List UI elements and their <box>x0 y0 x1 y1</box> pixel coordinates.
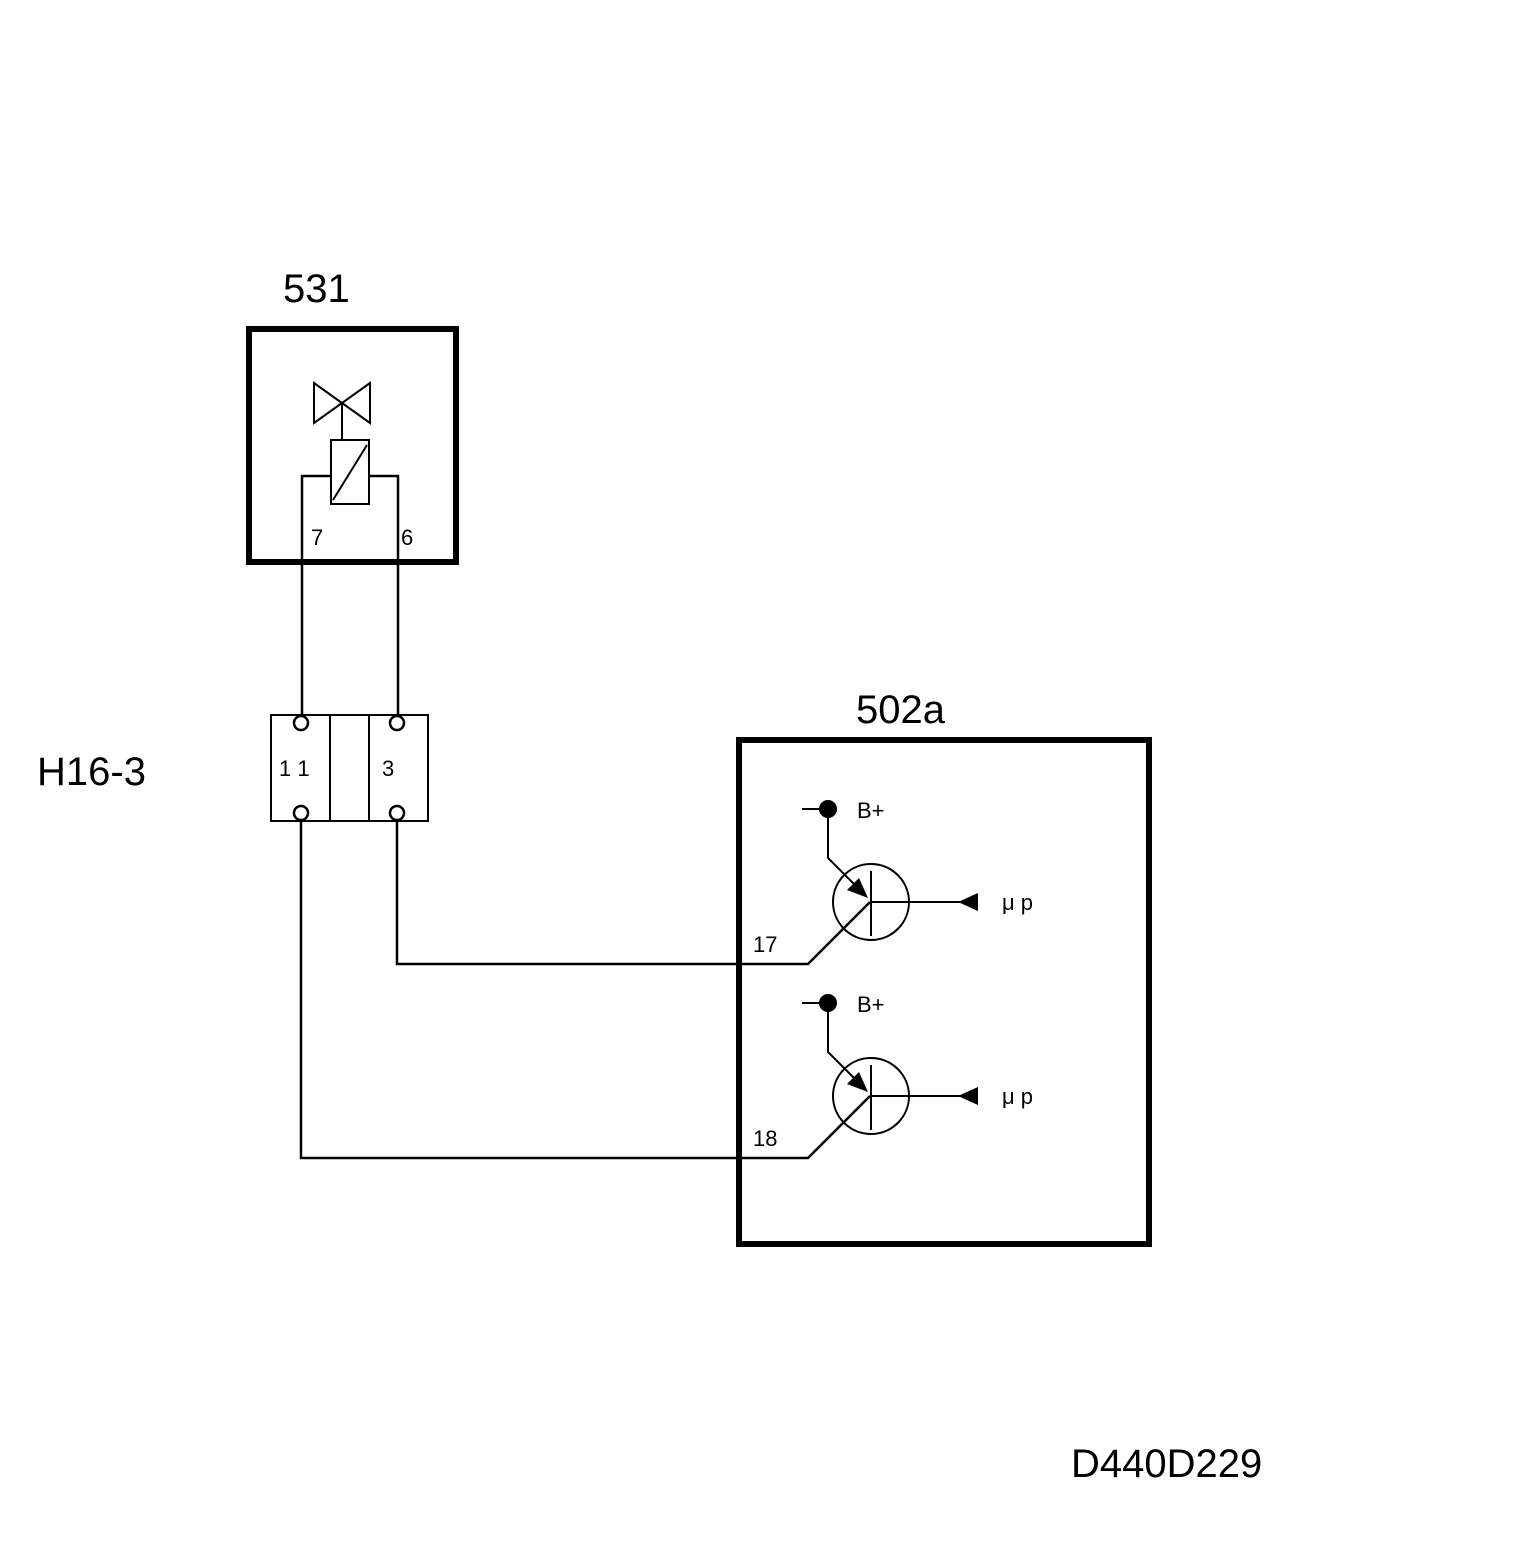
supply-label-bottom: B+ <box>857 992 885 1017</box>
input-label-top: μ p <box>1002 890 1033 915</box>
input-arrow-icon <box>958 1087 978 1105</box>
controller-pin-17-label: 17 <box>753 932 777 957</box>
driver-transistor-bottom <box>802 994 978 1135</box>
driver-transistor-top <box>802 800 978 941</box>
connector-terminal-icon <box>388 804 406 822</box>
connector-terminal-icon <box>292 714 310 732</box>
input-label-bottom: μ p <box>1002 1084 1033 1109</box>
controller-component-box <box>736 737 1152 1247</box>
controller-component-label: 502a <box>856 688 946 732</box>
valve-wire-left <box>300 474 331 716</box>
supply-label-top: B+ <box>857 798 885 823</box>
valve-component-label: 531 <box>283 267 350 311</box>
drawing-code: D440D229 <box>1071 1442 1262 1486</box>
connector-label: H16-3 <box>37 750 146 794</box>
valve-component-box <box>246 326 459 565</box>
connector-terminal-icon <box>292 804 310 822</box>
arrow-icon <box>847 1072 868 1092</box>
controller-pin-18-label: 18 <box>753 1126 777 1151</box>
connector-pin-left-label: 1 1 <box>279 756 310 781</box>
solenoid-valve-icon <box>313 381 371 505</box>
connector-pin-right-label: 3 <box>382 756 394 781</box>
valve-pin-right-label: 6 <box>401 525 413 550</box>
wire-pin18 <box>299 820 871 1160</box>
arrow-icon <box>847 878 868 898</box>
input-arrow-icon <box>958 893 978 911</box>
valve-pin-left-label: 7 <box>311 525 323 550</box>
valve-wire-right <box>369 474 400 716</box>
wire-pin17 <box>395 820 871 966</box>
connector-terminal-icon <box>388 714 406 732</box>
